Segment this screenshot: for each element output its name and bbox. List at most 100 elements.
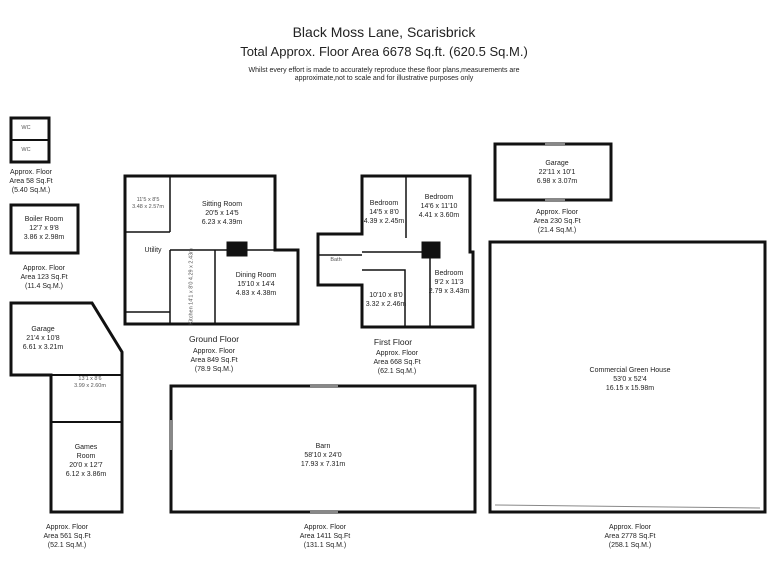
room-imperial: 14'5 x 8'0 — [369, 209, 399, 216]
room-metric: 3.99 x 2.60m — [74, 383, 106, 389]
room-name: Sitting Room — [201, 201, 243, 208]
garage-left-outline — [9, 301, 124, 514]
ground-floor-outline — [123, 174, 300, 326]
chimney — [226, 241, 248, 257]
boiler-room-outline — [9, 203, 80, 255]
ground-floor-title: Ground Floor — [188, 334, 240, 344]
room-name: Bedroom — [369, 200, 399, 207]
room-imperial: 20'5 x 14'5 — [205, 210, 239, 217]
first-floor-title: First Floor — [373, 337, 413, 347]
room-imperial: 15'10 x 14'4 — [237, 281, 275, 288]
room-name: Room — [76, 453, 96, 460]
room-metric: 6.23 x 4.39m — [201, 219, 243, 226]
kitchen-label: Kitchen 14'1 x 8'0 4.29 x 2.43m — [189, 248, 196, 324]
area-line: Approx. Floor — [9, 169, 53, 176]
sitting-room-label: Sitting Room 20'5 x 14'5 6.23 x 4.39m — [202, 200, 242, 227]
area-line: (21.4 Sq.M.) — [537, 227, 577, 234]
room-name: Commercial Green House — [589, 367, 671, 374]
bath-label: Bath — [330, 257, 342, 263]
area-line: Area 123 Sq.Ft — [20, 274, 68, 281]
room-imperial: 12'7 x 9'8 — [29, 225, 59, 232]
wc-label: WC — [21, 147, 31, 153]
area-line: Area 230 Sq.Ft — [533, 218, 581, 225]
room-imperial: 13'1 x 8'6 — [78, 376, 102, 382]
disclaimer-line-1: Whilst every effort is made to accuratel… — [248, 67, 520, 74]
greenhouse-label: Commercial Green House 53'0 x 52'4 16.15 x… — [590, 366, 671, 393]
room-name: Bedroom — [424, 194, 454, 201]
utility-label: Utility — [144, 247, 162, 254]
area-line: Area 1411 Sq.Ft — [299, 533, 351, 540]
room-imperial: 10'10 x 8'0 — [369, 292, 403, 299]
area-line: Approx. Floor — [45, 524, 89, 531]
room-name: Kitchen — [188, 306, 195, 325]
room-name: Games — [74, 444, 98, 451]
disclaimer-line-2: approximate,not to scale and for illustr… — [294, 75, 474, 82]
area-line: Area 2778 Sq.Ft — [604, 533, 656, 540]
room-metric: 4.29 x 2.43m — [188, 248, 195, 281]
area-line: Area 849 Sq.Ft — [190, 357, 238, 364]
bedroom-1-label: Bedroom 14'5 x 8'0 4.39 x 2.45m — [364, 199, 404, 226]
area-line: (131.1 Sq.M.) — [303, 542, 347, 549]
room-metric: 6.61 x 3.21m — [22, 344, 64, 351]
area-line: (258.1 Sq.M.) — [608, 542, 652, 549]
room-metric: 4.39 x 2.45m — [363, 218, 405, 225]
area-line: Area 58 Sq.Ft — [9, 178, 53, 185]
area-line: Area 561 Sq.Ft — [43, 533, 91, 540]
area-line: Approx. Floor — [303, 524, 347, 531]
room-metric: 6.98 x 3.07m — [536, 178, 578, 185]
room-name: Dining Room — [235, 272, 277, 279]
page-title: Black Moss Lane, Scarisbrick — [292, 24, 476, 40]
area-line: (62.1 Sq.M.) — [377, 368, 417, 375]
room-metric: 4.83 x 4.38m — [235, 290, 277, 297]
area-line: (52.1 Sq.M.) — [47, 542, 87, 549]
room-metric: 3.86 x 2.98m — [23, 234, 65, 241]
dining-room-label: Dining Room 15'10 x 14'4 4.83 x 4.38m — [236, 271, 276, 298]
room-name: Garage — [31, 326, 55, 333]
wc-label: WC — [21, 125, 31, 131]
room-imperial: 53'0 x 52'4 — [613, 376, 647, 383]
area-line: Approx. Floor — [535, 209, 579, 216]
room-imperial: 20'0 x 12'7 — [69, 462, 103, 469]
room-imperial: 9'2 x 11'3 — [434, 279, 464, 286]
greenhouse-outline — [488, 240, 767, 514]
area-line: Area 668 Sq.Ft — [373, 359, 421, 366]
room-metric: 17.93 x 7.31m — [300, 461, 346, 468]
area-line: (5.40 Sq.M.) — [11, 187, 51, 194]
room-metric: 16.15 x 15.98m — [605, 385, 655, 392]
room-imperial: 22'11 x 10'1 — [538, 169, 576, 176]
chimney-first — [421, 241, 441, 259]
room-metric: 3.32 x 2.46m — [365, 301, 407, 308]
room-metric: 6.12 x 3.86m — [65, 471, 107, 478]
room-name: Garage — [545, 160, 569, 167]
garage-right-label: Garage 22'11 x 10'1 6.98 x 3.07m — [537, 159, 577, 186]
garage-left-label: Garage 21'4 x 10'8 6.61 x 3.21m — [23, 325, 63, 352]
room-metric: 3.48 x 2.57m — [132, 204, 164, 210]
area-line: (11.4 Sq.M.) — [25, 283, 63, 290]
room-4-label: 10'10 x 8'0 3.32 x 2.46m — [366, 291, 406, 309]
room-imperial: 14'6 x 11'10 — [420, 203, 458, 210]
room-metric: 2.79 x 3.43m — [428, 288, 470, 295]
room-imperial: 21'4 x 10'8 — [26, 335, 60, 342]
area-line: Approx. Floor — [192, 348, 236, 355]
area-line: (78.9 Sq.M.) — [194, 366, 234, 373]
room-name: Bedroom — [434, 270, 464, 277]
area-line: Approx. Floor — [375, 350, 419, 357]
room-imperial: 11'5 x 8'5 — [136, 197, 160, 203]
bedroom-3-label: Bedroom 9'2 x 11'3 2.79 x 3.43m — [429, 269, 469, 296]
room-name: Barn — [315, 443, 331, 450]
room-imperial: 14'1 x 8'0 — [188, 281, 195, 305]
total-area: Total Approx. Floor Area 6678 Sq.ft. (62… — [240, 44, 528, 59]
